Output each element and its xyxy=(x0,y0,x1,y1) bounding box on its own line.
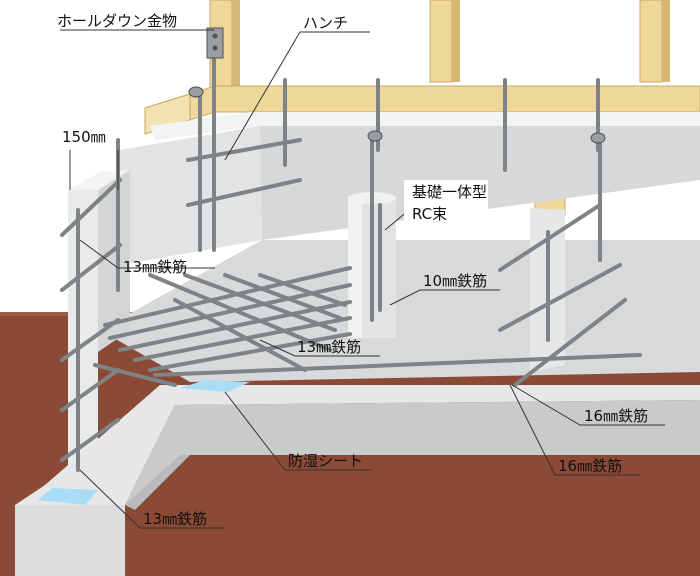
timber-post xyxy=(452,0,460,82)
label-rc-post-bg xyxy=(404,180,488,224)
side-wall-inner xyxy=(120,126,262,265)
moisture-sheet xyxy=(180,380,250,392)
holdown-bracket xyxy=(206,27,224,59)
rebar-slab xyxy=(173,298,307,372)
footing-base-concrete xyxy=(125,455,190,510)
rebar-horizontal xyxy=(60,243,122,292)
label-moisture-sheet: 防湿シート xyxy=(288,452,363,470)
label-spacing: 150㎜ xyxy=(62,128,106,146)
leader-rebar13-lower xyxy=(79,469,225,529)
holdown-bolt xyxy=(212,45,218,51)
holdown-bolt xyxy=(212,33,218,39)
rebar-backwall xyxy=(186,138,302,162)
timber-post xyxy=(662,0,670,82)
leader-rebar13-upper xyxy=(79,239,215,269)
label-rebar16-b: 16㎜鉄筋 xyxy=(558,457,622,475)
label-rc-post-line1: 基礎一体型 xyxy=(412,183,487,201)
footing-front xyxy=(15,505,125,576)
timber-post xyxy=(232,0,240,88)
anchor-washer xyxy=(590,132,606,144)
label-holdown: ホールダウン金物 xyxy=(57,12,177,30)
left-wall-side xyxy=(98,170,130,352)
anchor-washer xyxy=(188,86,204,98)
rebar-slab xyxy=(183,273,337,332)
leader-rebar16-b xyxy=(509,384,640,476)
rebar-right xyxy=(513,298,627,387)
label-rebar10: 10㎜鉄筋 xyxy=(423,272,487,290)
timber-post xyxy=(639,0,663,83)
sill-beam-back-face xyxy=(144,93,191,135)
anchor-washer xyxy=(367,130,383,142)
rebar-slab xyxy=(118,300,352,352)
rebar-floor-long xyxy=(153,353,642,377)
spacing-dimension xyxy=(69,150,119,190)
leader-rebar16-a xyxy=(511,384,665,426)
rebar-slab xyxy=(148,273,332,352)
rebar-slab xyxy=(223,273,342,320)
hardware xyxy=(188,27,606,144)
left-wall-top xyxy=(68,170,130,190)
rebar-slab xyxy=(148,332,352,372)
rebar-floor-long xyxy=(93,363,177,387)
rebar-horizontal xyxy=(60,418,120,462)
rebar-slab xyxy=(103,266,352,327)
label-rebar13-lower: 13㎜鉄筋 xyxy=(143,510,207,528)
rebar-backwall xyxy=(186,178,302,207)
label-haunch: ハンチ xyxy=(303,14,348,32)
rebar-right xyxy=(498,263,622,332)
leader-rebar13-mid xyxy=(259,339,380,357)
leader-moisture xyxy=(224,391,372,471)
moisture-sheet-lower xyxy=(38,488,98,505)
label-rebar16-a: 16㎜鉄筋 xyxy=(584,407,648,425)
timber-post xyxy=(429,0,453,83)
rebar-horizontal xyxy=(60,318,120,362)
label-rebar13-upper: 13㎜鉄筋 xyxy=(123,258,187,276)
leader-rebar10 xyxy=(389,289,500,306)
rebar-slab xyxy=(258,273,347,307)
leader-haunch xyxy=(224,31,370,161)
footing-base xyxy=(125,455,700,576)
label-rebar13-mid: 13㎜鉄筋 xyxy=(297,338,361,356)
labels: ホールダウン金物 ハンチ 150㎜ 基礎一体型 RC束 13㎜鉄筋 10㎜鉄筋 … xyxy=(57,12,648,528)
label-rc-post-line2: RC束 xyxy=(412,205,447,223)
footing-slope xyxy=(125,400,700,505)
rebar-slab xyxy=(133,316,352,362)
rebar-horizontal xyxy=(60,178,122,237)
rebar-horizontal xyxy=(60,368,120,412)
